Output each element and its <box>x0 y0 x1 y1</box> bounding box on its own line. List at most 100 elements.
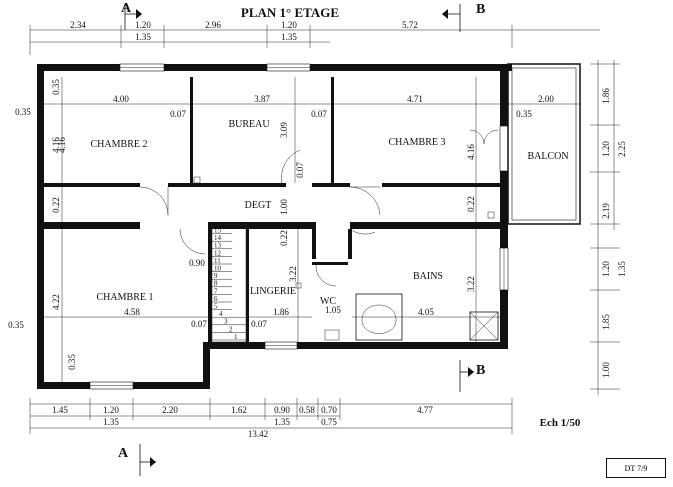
section-label-a: A <box>121 1 132 16</box>
section-marker-b-top: B <box>442 2 485 32</box>
room-dimension-values: 4.00 3.87 4.71 2.00 4.58 1.86 1.05 4.05 … <box>8 79 554 370</box>
dim-right-3: 2.25 <box>617 141 627 157</box>
dim-top-3: 2.96 <box>205 20 221 30</box>
dim-wall-035-left-bottom: 0.35 <box>8 320 24 330</box>
room-chambre-1: CHAMBRE 1 <box>97 292 154 303</box>
dim-vert-035-bottom: 0.35 <box>67 354 77 370</box>
scale-label: Ech 1/50 <box>540 417 581 429</box>
balcony <box>507 63 581 225</box>
dim-balcon-width: 2.00 <box>538 94 554 104</box>
dim-bureau-width: 3.87 <box>254 94 270 104</box>
dim-bottom-sub-1: 1.35 <box>103 417 119 427</box>
sheet-reference: DT 7/9 <box>606 458 666 478</box>
duct-box-1 <box>193 176 201 184</box>
room-chambre-3: CHAMBRE 3 <box>389 137 446 148</box>
duct-box-2 <box>487 211 495 219</box>
room-degt: DEGT <box>245 200 272 211</box>
dim-lingerie-height: 3.22 <box>288 266 298 282</box>
stair-step-number: 3 <box>224 318 228 326</box>
dim-chambre2-height: 4.16 <box>51 137 61 153</box>
dim-chambre3-width: 4.71 <box>407 94 423 104</box>
dim-stair-width: 0.90 <box>189 258 205 268</box>
bottom-dimension-chain: 1.45 1.20 2.20 1.62 0.90 0.58 0.70 4.77 … <box>29 398 513 439</box>
dim-top-5: 5.72 <box>402 20 418 30</box>
dim-vert-07-degt: 0.07 <box>295 162 305 178</box>
stair-step-number: 4 <box>219 310 223 318</box>
dim-bottom-7: 0.70 <box>321 405 337 415</box>
dim-chambre1-width: 4.58 <box>124 307 140 317</box>
room-bureau: BUREAU <box>228 119 270 130</box>
dim-wall-035-left-top: 0.35 <box>15 107 31 117</box>
dim-bottom-8: 4.77 <box>417 405 433 415</box>
dim-wall-07-c: 0.07 <box>191 319 207 329</box>
dim-bureau-height: 3.09 <box>279 122 289 138</box>
dim-vert-022-degt: 0.22 <box>279 230 289 246</box>
dim-wall-07-d: 0.07 <box>251 319 267 329</box>
dim-vert-035-top: 0.35 <box>51 79 61 95</box>
section-marker-b-bottom: B <box>459 360 485 392</box>
room-bains: BAINS <box>413 271 443 282</box>
dim-bottom-5: 0.90 <box>274 405 290 415</box>
dim-chambre3-height: 4.16 <box>466 144 476 160</box>
dim-right-2: 1.20 <box>601 141 611 157</box>
stair-step-number: 5 <box>214 303 218 311</box>
dim-bottom-4: 1.62 <box>231 405 247 415</box>
dim-wall-035-balcon: 0.35 <box>516 109 532 119</box>
dim-top-1: 2.34 <box>70 20 86 30</box>
dim-right-5: 1.20 <box>601 261 611 277</box>
door-swings <box>139 129 499 287</box>
stair-step-number: 6 <box>214 295 218 303</box>
dim-bottom-6: 0.58 <box>299 405 315 415</box>
stair-step-number: 11 <box>214 257 221 265</box>
stair-step-number: 9 <box>214 272 218 280</box>
stair-step-number: 1 <box>234 333 238 341</box>
shower-tray <box>469 311 499 341</box>
dim-top-sub-1: 1.35 <box>135 32 151 42</box>
dim-right-7: 1.85 <box>601 314 611 330</box>
right-dimension-chain: 1.86 1.20 2.25 2.19 1.20 1.35 1.85 1.00 <box>590 60 627 395</box>
stair-step-number: 15 <box>214 227 222 235</box>
dim-bains-height: 3.22 <box>466 276 476 292</box>
section-marker-a-top: A <box>121 1 142 30</box>
stair-step-number: 2 <box>229 325 233 333</box>
plan-title: PLAN 1° ETAGE <box>241 5 339 20</box>
dim-bottom-sub-3: 0.75 <box>321 417 337 427</box>
dim-bottom-2: 1.20 <box>103 405 119 415</box>
dim-bains-width: 4.05 <box>418 307 434 317</box>
section-marker-a-bottom: A <box>118 444 156 476</box>
room-lingerie: LINGERIE <box>250 286 296 297</box>
stair-step-number: 10 <box>214 265 222 273</box>
dim-top-sub-2: 1.35 <box>281 32 297 42</box>
dim-chambre2-width: 4.00 <box>113 94 129 104</box>
room-chambre-2: CHAMBRE 2 <box>91 139 148 150</box>
dim-wall-07-a: 0.07 <box>170 109 186 119</box>
stair-step-number: 13 <box>214 242 222 250</box>
section-label-b: B <box>476 2 485 17</box>
dim-chambre2-side: 4.16 <box>57 137 67 153</box>
dim-top-2: 1.20 <box>135 20 151 30</box>
dim-vert-022-right: 0.22 <box>466 196 476 212</box>
room-balcon: BALCON <box>527 151 568 162</box>
dim-top-4: 1.20 <box>281 20 297 30</box>
dim-bottom-sub-2: 1.35 <box>274 417 290 427</box>
duct-box-3 <box>295 282 302 289</box>
dim-lingerie-width: 1.86 <box>273 307 289 317</box>
windows <box>89 63 509 390</box>
stair-step-number: 7 <box>214 287 218 295</box>
wc-fixture <box>324 329 340 341</box>
section-label-b-bottom: B <box>476 363 485 378</box>
dim-wall-07-b: 0.07 <box>311 109 327 119</box>
dim-chambre1-height: 4.22 <box>51 294 61 310</box>
dim-overall: 13.42 <box>248 429 268 439</box>
section-label-a-bottom: A <box>118 446 129 461</box>
room-dimension-lines <box>44 77 580 382</box>
dim-bottom-3: 2.20 <box>162 405 178 415</box>
dim-bottom-1: 1.45 <box>52 405 68 415</box>
top-dimension-chain: 2.34 1.20 2.96 1.20 5.72 1.35 1.35 <box>29 20 600 55</box>
dim-vert-022-left: 0.22 <box>51 197 61 213</box>
room-wc: WC <box>320 296 336 307</box>
dim-right-4: 2.19 <box>601 203 611 219</box>
room-labels: CHAMBRE 2 BUREAU CHAMBRE 3 BALCON DEGT C… <box>91 119 569 307</box>
